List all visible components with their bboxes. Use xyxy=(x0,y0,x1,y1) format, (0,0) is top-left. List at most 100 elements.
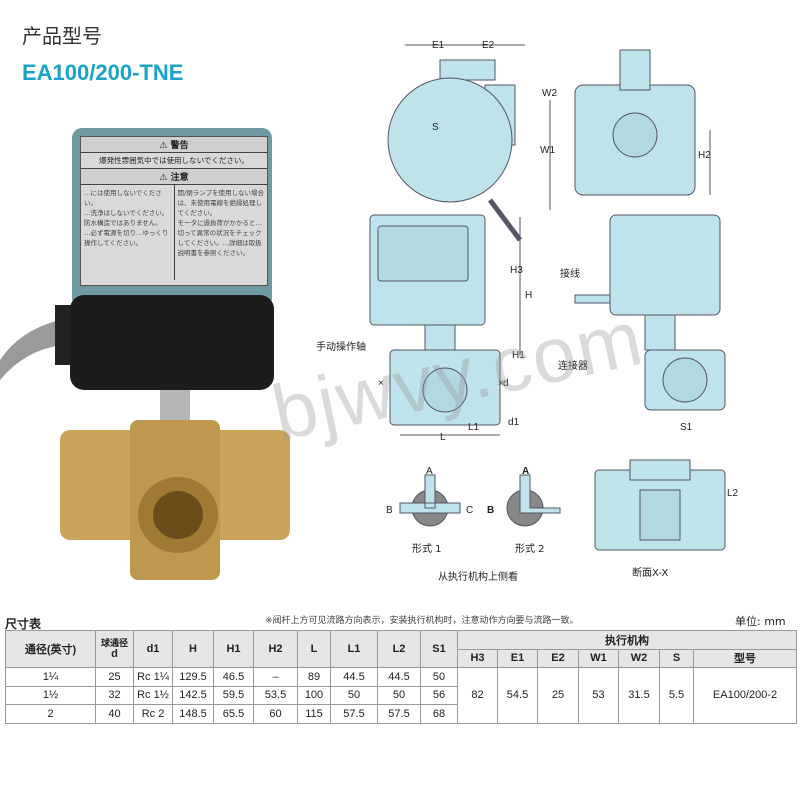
caution-title: ⚠ 注意 xyxy=(81,169,267,185)
header-w1: W1 xyxy=(578,648,619,668)
header-l1: L1 xyxy=(330,630,378,668)
cell: 44.5 xyxy=(377,667,421,687)
cell: 46.5 xyxy=(213,667,254,687)
dim-e1: E1 xyxy=(432,40,445,51)
dimension-drawings xyxy=(369,44,726,551)
port-b-form1: B xyxy=(386,505,393,516)
cell: 57.5 xyxy=(377,704,421,724)
cell: 60 xyxy=(253,704,298,724)
cell: 32 xyxy=(95,685,134,705)
header-s: S xyxy=(659,648,694,668)
port-c-form1: C xyxy=(466,505,474,516)
dim-h3: H3 xyxy=(510,265,523,276)
form2-label: 形式 2 xyxy=(515,544,545,555)
cell: Rc 1¼ xyxy=(133,667,173,687)
cell-e1: 54.5 xyxy=(497,667,538,724)
cell: 129.5 xyxy=(172,667,214,687)
cell: 44.5 xyxy=(330,667,378,687)
caution-text: …には使用しないでください。 xyxy=(84,189,162,207)
dim-w1: W1 xyxy=(540,145,555,156)
header-h3: H3 xyxy=(457,648,498,668)
cell: – xyxy=(253,667,298,687)
cell: 57.5 xyxy=(330,704,378,724)
header-d1: d1 xyxy=(133,630,173,668)
top-view-actuator xyxy=(387,77,513,203)
caution-text: モータに過負荷がかかると…切って異常の状況をチェックしてください。…詳細は取扱説… xyxy=(177,219,263,257)
dim-w2: W2 xyxy=(542,88,557,99)
cell: 100 xyxy=(297,685,331,705)
cell: 2 xyxy=(5,704,96,724)
warning-label: ⚠ 警告 爆発性雰囲気中では使用しないでください。 ⚠ 注意 …には使用しないで… xyxy=(80,136,268,286)
header-bore-label: 球通径 xyxy=(100,638,128,648)
x-mark-left: × xyxy=(378,378,384,389)
cell-w2: 31.5 xyxy=(618,667,660,724)
warning-title: ⚠ 警告 xyxy=(81,137,267,153)
cell: 89 xyxy=(297,667,331,687)
dim-h1: H1 xyxy=(512,350,525,361)
cell: 25 xyxy=(95,667,134,687)
dim-h2: H2 xyxy=(698,150,711,161)
header-h1: H1 xyxy=(213,630,254,668)
cell: 59.5 xyxy=(213,685,254,705)
section-label: 断面X-X xyxy=(632,568,669,579)
cell-s: 5.5 xyxy=(659,667,694,724)
cell: 40 xyxy=(95,704,134,724)
actuator-base xyxy=(70,295,274,390)
header-e2: E2 xyxy=(537,648,579,668)
cell: 1½ xyxy=(5,685,96,705)
dim-s: S xyxy=(432,122,439,133)
cell-h3: 82 xyxy=(457,667,498,724)
port-a-form2: A xyxy=(522,466,530,477)
port-b-form2: B xyxy=(487,505,495,516)
header-l2: L2 xyxy=(377,630,421,668)
table-note: ※阀杆上方可见流路方向表示，安装执行机构时，注意动作方向要与流路一致。 xyxy=(265,616,579,626)
dim-l1: L1 xyxy=(468,422,480,433)
cable xyxy=(0,320,62,380)
header-model: 型号 xyxy=(692,648,798,668)
header-w2: W2 xyxy=(618,648,660,668)
cell: 142.5 xyxy=(172,685,214,705)
cell: 50 xyxy=(420,667,458,687)
header-e1: E1 xyxy=(497,648,538,668)
cell: 115 xyxy=(297,704,331,724)
header-l: L xyxy=(297,630,331,668)
form1-label: 形式 1 xyxy=(412,544,442,555)
warning-text: 爆発性雰囲気中では使用しないでください。 xyxy=(81,153,267,169)
model-title: EA100/200-TNE xyxy=(22,60,184,85)
cell: Rc 2 xyxy=(133,704,173,724)
cell-e2: 25 xyxy=(537,667,579,724)
cell: 53.5 xyxy=(253,685,298,705)
cell: 1¼ xyxy=(5,667,96,687)
view-note: 从执行机构上侧看 xyxy=(438,572,518,583)
connector-label: 连接器 xyxy=(558,361,588,372)
header-h: H xyxy=(172,630,214,668)
wiring-label: 接线 xyxy=(560,269,580,280)
header-d: d xyxy=(111,648,118,660)
cell: 148.5 xyxy=(172,704,214,724)
page-title: 产品型号 xyxy=(22,24,102,48)
unit-label: 单位: mm xyxy=(735,615,786,628)
manual-shaft-label: 手动操作轴 xyxy=(316,342,366,353)
cell: 65.5 xyxy=(213,704,254,724)
cell-w1: 53 xyxy=(578,667,619,724)
dim-d1: d1 xyxy=(508,417,520,428)
port-opening xyxy=(153,491,203,539)
cell: 50 xyxy=(330,685,378,705)
dim-d: d xyxy=(503,378,509,389)
header-actuator-group: 执行机构 xyxy=(456,630,798,650)
caution-text: …洗浄はしないでください。防水構造ではありません。 xyxy=(84,209,169,227)
cell: 68 xyxy=(420,704,458,724)
dim-h: H xyxy=(525,290,533,301)
port-a-form1: A xyxy=(426,466,433,477)
dim-s1: S1 xyxy=(680,422,693,433)
cell: 50 xyxy=(377,685,421,705)
dim-e2: E2 xyxy=(482,40,495,51)
header-s1: S1 xyxy=(420,630,458,668)
table-title: 尺寸表 xyxy=(5,617,42,631)
cell: Rc 1½ xyxy=(133,685,173,705)
